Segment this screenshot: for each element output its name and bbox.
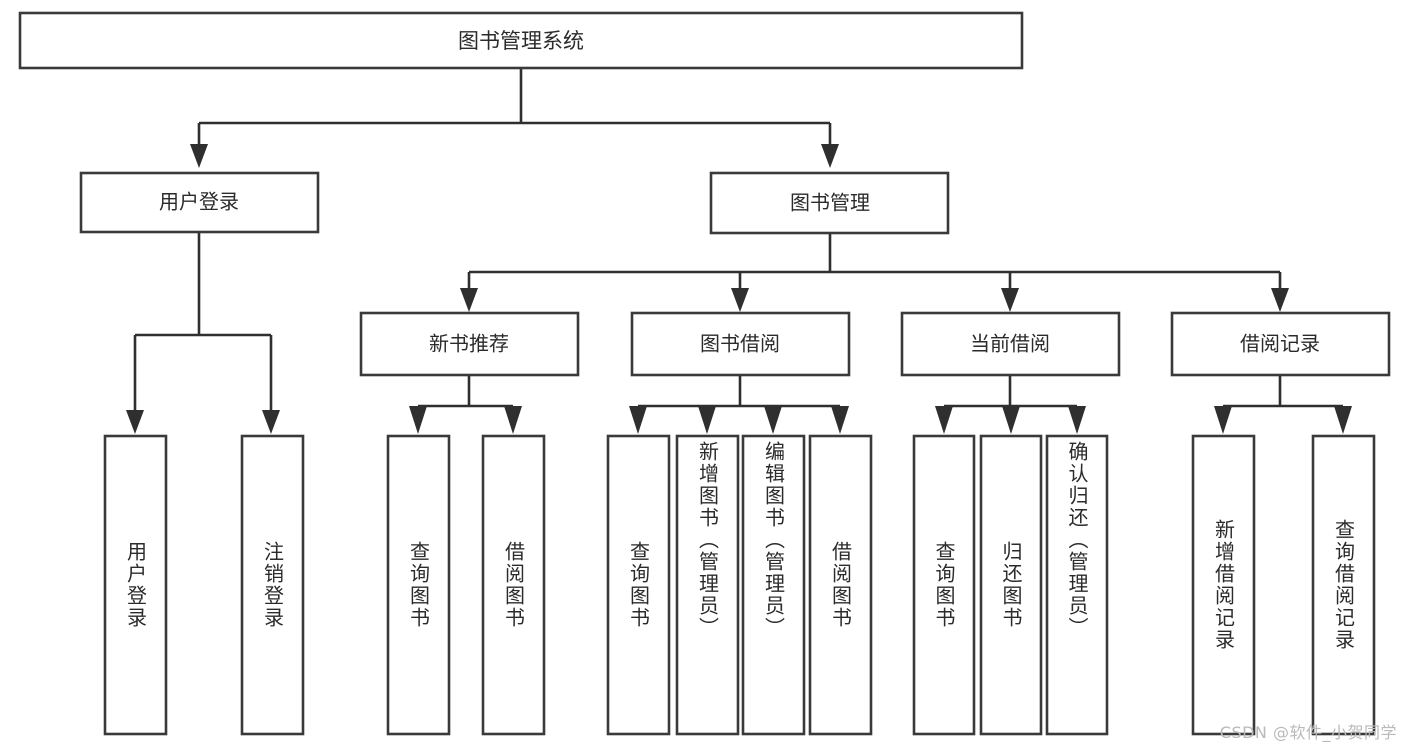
node-borrow-record[interactable]: 借阅记录 [1170, 311, 1391, 377]
node-current-borrow-label: 当前借阅 [970, 332, 1050, 356]
node-user-login-label: 用户登录 [159, 190, 239, 214]
node-book-borrow[interactable]: 图书借阅 [630, 311, 851, 377]
leaf-box-query-book-2[interactable] [606, 434, 671, 736]
arrow-head-book-borrow [731, 288, 749, 312]
arrow-head-book-management [821, 144, 839, 168]
arrow-head-leaf-query-book-3 [935, 406, 953, 434]
watermark: CSDN @软件_小贺同学 [1219, 723, 1397, 742]
node-new-book-recommend-label: 新书推荐 [429, 332, 509, 356]
arrow-head-leaf-add-book [698, 406, 716, 434]
arrow-head-borrow-record [1271, 288, 1289, 312]
arrow-head-leaf-edit-book [764, 406, 782, 434]
node-book-borrow-box[interactable] [630, 311, 851, 377]
node-book-management-box[interactable] [709, 171, 950, 235]
node-current-borrow[interactable]: 当前借阅 [900, 311, 1121, 377]
leaf-box-borrow-book-2[interactable] [808, 434, 873, 736]
leaf-box-return-book[interactable] [979, 434, 1043, 736]
leaf-box-query-book-1[interactable] [386, 434, 451, 736]
leaf-box-query-record[interactable] [1311, 434, 1376, 736]
node-root[interactable]: 图书管理系统 [18, 11, 1024, 70]
node-book-management[interactable]: 图书管理 [709, 171, 950, 235]
node-borrow-record-label: 借阅记录 [1240, 332, 1320, 356]
node-borrow-record-box[interactable] [1170, 311, 1391, 377]
leaf-box-add-record[interactable] [1191, 434, 1256, 736]
arrow-head-new-book-recommend [460, 288, 478, 312]
node-current-borrow-box[interactable] [900, 311, 1121, 377]
leaf-box-group [103, 434, 1376, 736]
leaf-box-logout-login[interactable] [240, 434, 305, 736]
arrow-head-leaf-add-record [1214, 406, 1232, 434]
arrow-head-current-borrow [1001, 288, 1019, 312]
leaf-box-user-login[interactable] [103, 434, 168, 736]
node-user-login-box[interactable] [79, 171, 320, 234]
leaf-box-borrow-book-1[interactable] [481, 434, 546, 736]
node-book-management-label: 图书管理 [790, 191, 870, 215]
arrow-head-leaf-logout-login [262, 410, 280, 434]
leaf-box-edit-book[interactable] [741, 434, 806, 736]
leaf-box-confirm-return[interactable] [1045, 434, 1109, 736]
arrow-head-leaf-confirm-return [1068, 406, 1086, 434]
arrow-head-leaf-borrow-book-2 [831, 406, 849, 434]
arrow-head-leaf-user-login [126, 410, 144, 434]
arrow-head-leaf-query-record [1334, 406, 1352, 434]
arrow-head-leaf-return-book [1002, 406, 1020, 434]
node-new-book-recommend-box[interactable] [359, 311, 580, 377]
arrow-head-leaf-borrow-book-1 [504, 406, 522, 434]
arrow-head-leaf-query-book-1 [409, 406, 427, 434]
node-root-label: 图书管理系统 [458, 29, 584, 53]
node-new-book-recommend[interactable]: 新书推荐 [359, 311, 580, 377]
leaf-box-query-book-3[interactable] [912, 434, 976, 736]
leaf-box-add-book[interactable] [675, 434, 740, 736]
node-user-login[interactable]: 用户登录 [79, 171, 320, 234]
arrow-head-leaf-query-book-2 [629, 406, 647, 434]
node-root-box[interactable] [18, 11, 1024, 70]
connector-group [126, 68, 1352, 434]
arrow-head-user-login [190, 144, 208, 168]
node-book-borrow-label: 图书借阅 [700, 332, 780, 356]
